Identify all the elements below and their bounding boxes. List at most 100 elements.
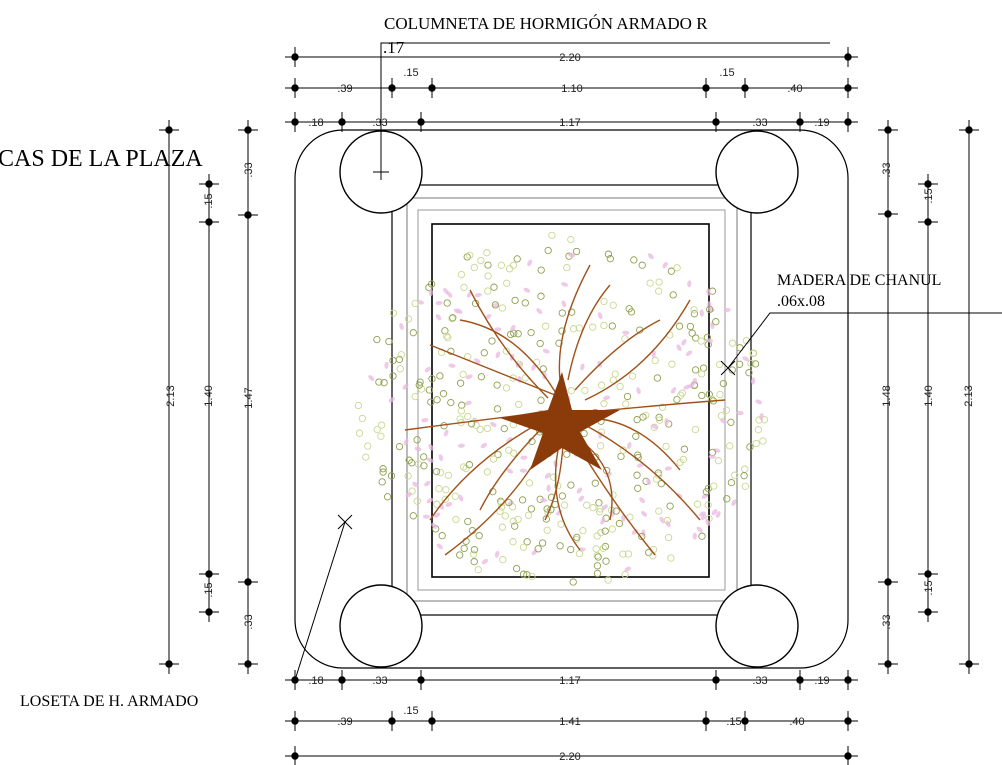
leaf-mark — [539, 365, 547, 373]
leaf-mark — [444, 471, 453, 480]
leaf-mark — [497, 503, 506, 511]
leaf-mark — [435, 300, 443, 306]
leaf-mark — [509, 374, 517, 382]
leaf-mark — [692, 334, 700, 342]
leaf-mark — [460, 544, 468, 553]
tree-branch — [584, 424, 701, 521]
leaf-mark — [595, 499, 603, 507]
leaf-mark — [626, 513, 634, 521]
leaf-mark — [567, 481, 575, 489]
leaf-mark — [514, 515, 522, 524]
leaf-mark — [728, 366, 736, 374]
leaf-mark — [527, 328, 535, 337]
leaf-mark — [715, 511, 721, 518]
leaf-mark — [521, 299, 529, 307]
leaf-mark — [655, 287, 663, 295]
leaf-mark — [752, 439, 760, 448]
leaf-mark — [355, 429, 364, 437]
leaf-mark — [653, 374, 662, 382]
leaf-mark — [712, 318, 720, 326]
leaf-mark — [480, 349, 488, 357]
leader-markers — [337, 360, 736, 530]
dimension-dot — [244, 578, 252, 586]
leaf-mark — [443, 287, 449, 295]
leaf-mark — [608, 525, 616, 533]
leaf-mark — [470, 546, 479, 554]
leaf-mark — [537, 396, 545, 404]
leaf-mark — [354, 401, 363, 410]
leaf-mark — [364, 442, 372, 450]
leaf-mark — [544, 246, 552, 255]
leaf-mark — [691, 425, 700, 434]
dimension-dot — [338, 676, 346, 684]
dim-top-15a: .15 — [403, 67, 418, 79]
tree-branches — [404, 264, 726, 556]
leaf-mark — [428, 375, 436, 383]
dimension-dot — [965, 126, 973, 134]
leaf-mark — [633, 471, 641, 479]
dim-bot-19: .19 — [814, 675, 829, 687]
tree-branch — [429, 419, 546, 521]
leaf-mark — [638, 532, 646, 541]
leaf-mark — [436, 372, 444, 380]
tree-branch — [429, 344, 556, 396]
leaf-mark — [409, 512, 417, 520]
leaf-mark — [575, 324, 583, 332]
leaf-mark — [681, 339, 687, 346]
leaf-mark — [728, 339, 737, 347]
leaf-mark — [417, 385, 426, 393]
leaf-mark — [511, 522, 519, 530]
leaf-mark — [425, 283, 433, 292]
leaf-mark — [525, 479, 534, 487]
dimension-dot — [712, 676, 720, 684]
leaf-mark — [639, 413, 647, 421]
dimension-lines — [168, 56, 970, 757]
dim-right-148: 1.48 — [881, 385, 893, 406]
leaf-mark — [396, 365, 404, 373]
leaf-mark — [567, 545, 575, 554]
leaf-mark — [701, 493, 709, 499]
dim-top-15b: .15 — [719, 67, 734, 79]
leaf-mark — [464, 412, 472, 421]
leaf-mark — [427, 398, 435, 406]
leaf-mark — [558, 492, 567, 500]
leaf-mark — [667, 554, 675, 562]
leaf-mark — [498, 304, 507, 312]
leaf-mark — [457, 270, 466, 279]
leaf-mark — [505, 446, 513, 454]
leaf-mark — [464, 400, 472, 406]
dimension-dot — [844, 676, 852, 684]
leaf-mark — [404, 472, 412, 480]
dim-right-213: 2.13 — [963, 385, 975, 406]
tree-branch — [554, 439, 581, 551]
dimension-dot — [844, 53, 852, 61]
leaf-mark — [443, 429, 449, 437]
leaf-mark — [619, 550, 627, 558]
dimension-ticks — [159, 47, 979, 765]
leaf-mark — [638, 261, 646, 269]
leaf-mark — [593, 562, 602, 570]
leaf-mark — [483, 424, 491, 433]
leaf-mark — [692, 377, 697, 385]
leaf-mark — [621, 570, 629, 579]
leaf-mark — [654, 471, 663, 479]
leaf-mark — [452, 515, 460, 524]
dimension-dot — [291, 118, 299, 126]
leaf-mark — [441, 495, 449, 504]
leaf-mark — [537, 292, 545, 300]
leaf-mark — [600, 400, 608, 408]
dimension-dot — [924, 608, 932, 616]
leaf-mark — [563, 263, 571, 272]
leaf-mark — [676, 344, 682, 352]
leaf-mark — [746, 443, 754, 451]
leaf-mark — [513, 255, 521, 263]
leaf-mark — [404, 315, 413, 323]
leaf-mark — [500, 424, 508, 433]
leaf-mark — [669, 291, 677, 299]
dim-top-39: .39 — [337, 83, 352, 95]
dim-top-total: 2.20 — [559, 52, 580, 64]
dimension-dot — [428, 84, 436, 92]
leaf-mark — [616, 382, 624, 391]
leaf-mark — [601, 542, 610, 551]
leaf-mark — [438, 532, 446, 540]
